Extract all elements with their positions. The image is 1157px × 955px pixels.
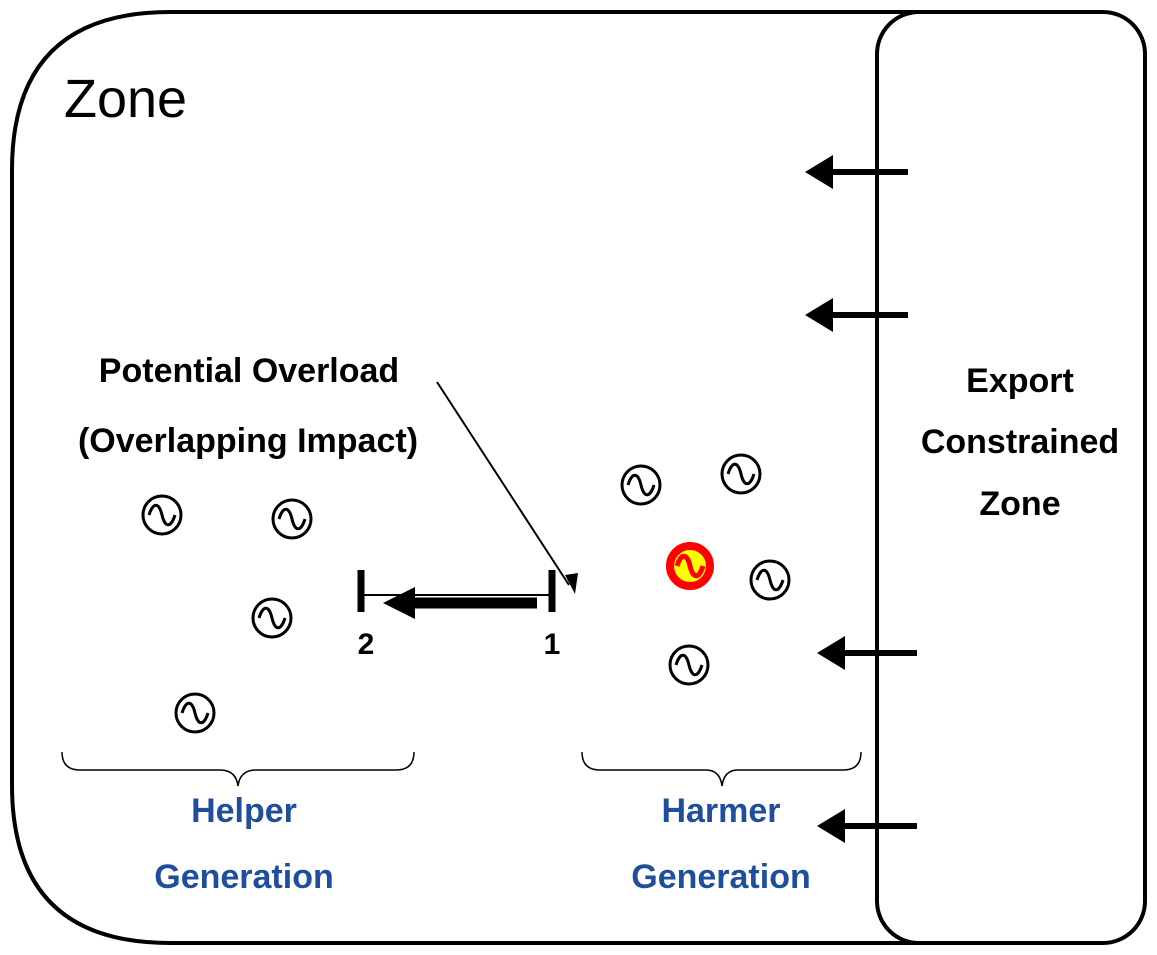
export-zone-label-line1: Export xyxy=(966,362,1074,400)
ac-generator-icon xyxy=(668,644,710,686)
export-zone-boundary xyxy=(875,10,1147,945)
bus-1-label: 1 xyxy=(544,628,561,661)
left-arrow-icon xyxy=(805,298,908,332)
overload-leader-arrowhead xyxy=(565,573,578,594)
harmer-brace xyxy=(581,751,862,787)
bus-2-label: 2 xyxy=(358,628,375,661)
zone-boundary xyxy=(10,10,1002,945)
left-arrow-icon xyxy=(817,809,917,843)
zone-title: Zone xyxy=(64,69,187,129)
helper-label-line1: Helper xyxy=(191,792,297,830)
overload-label-line1: Potential Overload xyxy=(99,352,399,390)
helper-brace xyxy=(61,751,415,787)
ac-generator-icon xyxy=(620,464,662,506)
export-zone-label-line3: Zone xyxy=(979,485,1060,523)
ac-generator-icon xyxy=(271,498,313,540)
left-arrow-icon xyxy=(805,155,908,189)
power-flow-arrow xyxy=(383,587,537,619)
overload-leader-line xyxy=(436,381,570,586)
transmission-line xyxy=(357,570,556,612)
ac-generator-icon xyxy=(720,453,762,495)
ac-generator-icon xyxy=(141,494,183,536)
helper-label-line2: Generation xyxy=(154,858,333,896)
ac-generator-icon xyxy=(251,597,293,639)
overload-label-line2: (Overlapping Impact) xyxy=(78,422,418,460)
ac-generator-icon xyxy=(749,559,791,601)
harmer-label-line2: Generation xyxy=(631,858,810,896)
left-arrow-icon xyxy=(817,636,917,670)
highlighted-generator-icon xyxy=(666,542,714,590)
ac-generator-icon xyxy=(174,692,216,734)
harmer-label-line1: Harmer xyxy=(661,792,780,830)
export-zone-label-line2: Constrained xyxy=(921,423,1119,461)
